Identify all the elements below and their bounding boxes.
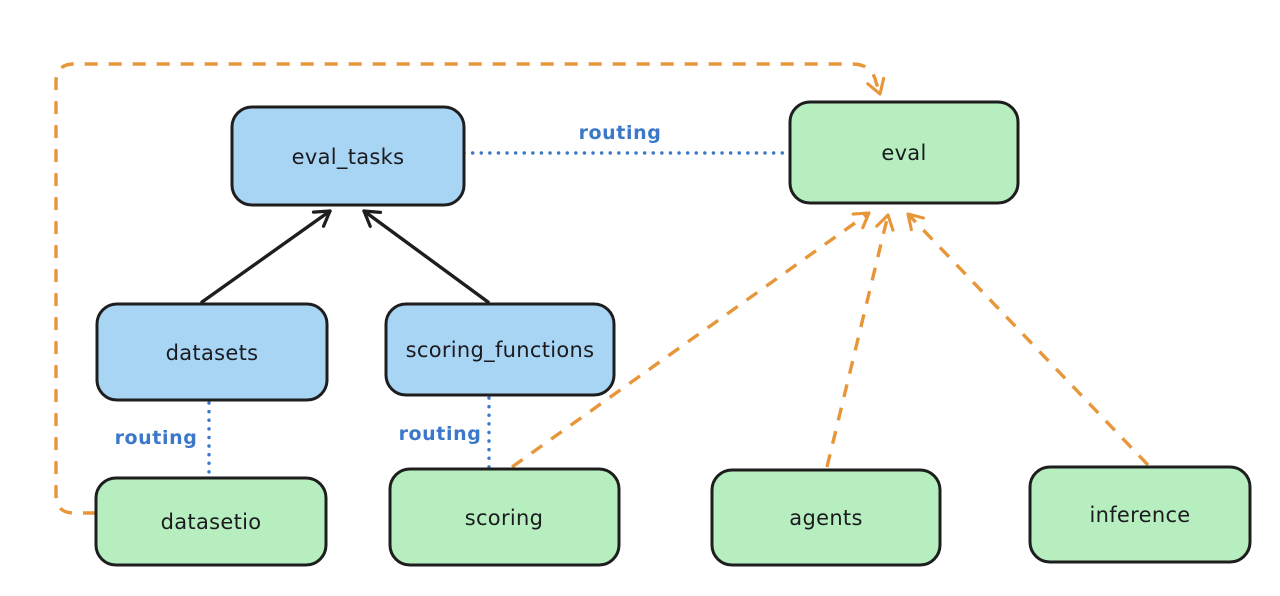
node-eval-box <box>788 100 1020 205</box>
edge-scoring-to-eval-dashed-arrow <box>511 211 871 469</box>
edge-inference-to-eval-dashed-arrow <box>906 212 1150 467</box>
node-inference-box <box>1028 465 1252 564</box>
node-eval: eval <box>788 100 1020 205</box>
node-eval-tasks: eval_tasks <box>230 105 466 207</box>
edge-label-routing-top: routing <box>579 122 662 144</box>
edge-agents-to-eval-dashed-arrow <box>825 213 895 468</box>
node-datasetio: datasetio <box>94 476 328 567</box>
node-datasetio-label: datasetio <box>161 510 262 534</box>
node-scoring-functions-box <box>384 302 616 397</box>
node-agents-box <box>710 468 942 567</box>
edge-label-routing-scoring: routing <box>399 423 482 445</box>
node-agents-label: agents <box>789 506 862 530</box>
node-inference: inference <box>1028 465 1252 564</box>
node-scoring: scoring <box>388 467 621 567</box>
node-inference-label: inference <box>1089 503 1190 527</box>
edge-label-routing-datasets: routing <box>115 427 198 449</box>
node-scoring-box <box>388 467 621 567</box>
edge-scoring-functions-to-eval-tasks-arrow <box>362 209 490 304</box>
node-eval-label: eval <box>881 141 926 165</box>
node-datasets-box <box>95 302 329 402</box>
node-datasets: datasets <box>95 302 329 402</box>
node-datasetio-box <box>94 476 328 567</box>
node-scoring-functions-label: scoring_functions <box>406 338 595 363</box>
edge-datasetio-to-eval-dashed-arrow <box>54 62 886 515</box>
node-scoring-functions: scoring_functions <box>384 302 616 397</box>
node-scoring-label: scoring <box>465 506 544 530</box>
node-agents: agents <box>710 468 942 567</box>
edge-datasets-to-eval-tasks-arrow <box>200 209 332 304</box>
node-eval-tasks-box <box>230 105 466 207</box>
node-datasets-label: datasets <box>166 341 259 365</box>
node-eval-tasks-label: eval_tasks <box>292 145 405 170</box>
